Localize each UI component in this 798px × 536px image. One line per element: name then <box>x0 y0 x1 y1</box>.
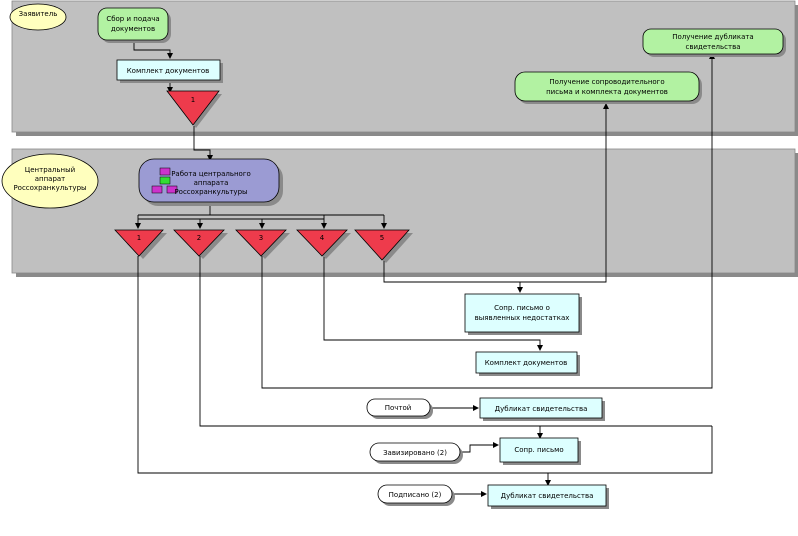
node-duplicate-1-text: Дубликат свидетельства <box>495 405 588 413</box>
node-kit-bottom[interactable]: Комплект документов <box>475 351 580 376</box>
connector-d2-rail <box>199 256 712 427</box>
decision-top-text: 1 <box>191 96 195 104</box>
decision-1[interactable]: 1 <box>114 229 167 259</box>
node-collect-documents[interactable]: Сбор и подача документов <box>97 7 171 43</box>
decision-4[interactable]: 4 <box>296 229 351 259</box>
node-cover-letter-text: Сопр. письмо <box>514 446 563 454</box>
node-work-line-1: Работа центрального <box>171 170 251 178</box>
event-signed[interactable]: Подписано (2) <box>377 484 455 506</box>
connector-d5-cover <box>383 103 609 283</box>
node-receive-cover-line-2: письма и комплекта документов <box>546 88 668 96</box>
node-work-line-3: Россохранкультуры <box>174 188 247 196</box>
connector-d3-duplicate <box>261 53 715 389</box>
connector-d1-rail <box>137 256 713 474</box>
decision-5-text: 5 <box>380 234 384 242</box>
node-central-work[interactable]: Работа центрального аппарата Россохранку… <box>138 158 283 206</box>
node-cover-deficiencies[interactable]: Сопр. письмо о выявленных недостатках <box>464 293 582 335</box>
node-cover-letter[interactable]: Сопр. письмо <box>499 437 581 465</box>
decision-3-text: 3 <box>259 234 263 242</box>
connector-d4-kit <box>323 256 543 351</box>
connector-collect-kit <box>133 40 173 59</box>
node-duplicate-2-text: Дубликат свидетельства <box>501 492 594 500</box>
connectors <box>133 40 715 497</box>
decision-1-text: 1 <box>137 234 141 242</box>
decision-2[interactable]: 2 <box>173 229 228 259</box>
decision-2-text: 2 <box>197 234 201 242</box>
node-collect-line-1: Сбор и подача <box>106 15 159 23</box>
lane-central-line-2: аппарат <box>35 175 66 183</box>
node-receive-duplicate[interactable]: Получение дубликата свидетельства <box>642 28 786 57</box>
node-deficiencies-line-2: выявленных недостатках <box>475 314 570 322</box>
event-signed-text: Подписано (2) <box>389 491 442 499</box>
connector-decision-work <box>193 126 213 161</box>
connector-registered-cover <box>460 442 499 453</box>
event-by-mail-text: Почтой <box>385 404 412 412</box>
lane-central <box>11 148 798 277</box>
node-receive-duplicate-line-1: Получение дубликата <box>672 33 753 41</box>
event-registered[interactable]: Завизировано (2) <box>369 442 463 464</box>
node-work-line-2: аппарата <box>194 179 229 187</box>
lane-label-applicant: Заявитель <box>9 3 67 31</box>
decision-3[interactable]: 3 <box>235 229 290 259</box>
node-duplicate-1[interactable]: Дубликат свидетельства <box>479 397 605 421</box>
node-kit-top[interactable]: Комплект документов <box>116 59 223 83</box>
lane-central-line-3: Россохранкультуры <box>13 184 86 192</box>
node-receive-cover-line-1: Получение сопроводительного <box>549 78 664 86</box>
node-duplicate-2[interactable]: Дубликат свидетельства <box>487 484 609 509</box>
node-collect-line-2: документов <box>111 25 155 33</box>
lane-central-line-1: Центральный <box>25 166 75 174</box>
node-kit-bottom-text: Комплект документов <box>485 359 568 367</box>
node-receive-cover-letter[interactable]: Получение сопроводительного письма и ком… <box>514 71 702 104</box>
event-by-mail[interactable]: Почтой <box>366 398 433 419</box>
decision-5[interactable]: 5 <box>354 229 413 263</box>
node-kit-top-text: Комплект документов <box>127 67 210 75</box>
lane-label-central: Центральный аппарат Россохранкультуры <box>1 153 99 209</box>
node-receive-duplicate-line-2: свидетельства <box>686 43 741 51</box>
event-registered-text: Завизировано (2) <box>383 449 447 457</box>
lane-applicant-text: Заявитель <box>19 10 58 18</box>
org-chart-icon <box>151 167 178 194</box>
node-deficiencies-line-1: Сопр. письмо о <box>494 304 550 312</box>
decision-top[interactable]: 1 <box>166 90 222 128</box>
decision-4-text: 4 <box>320 234 325 242</box>
